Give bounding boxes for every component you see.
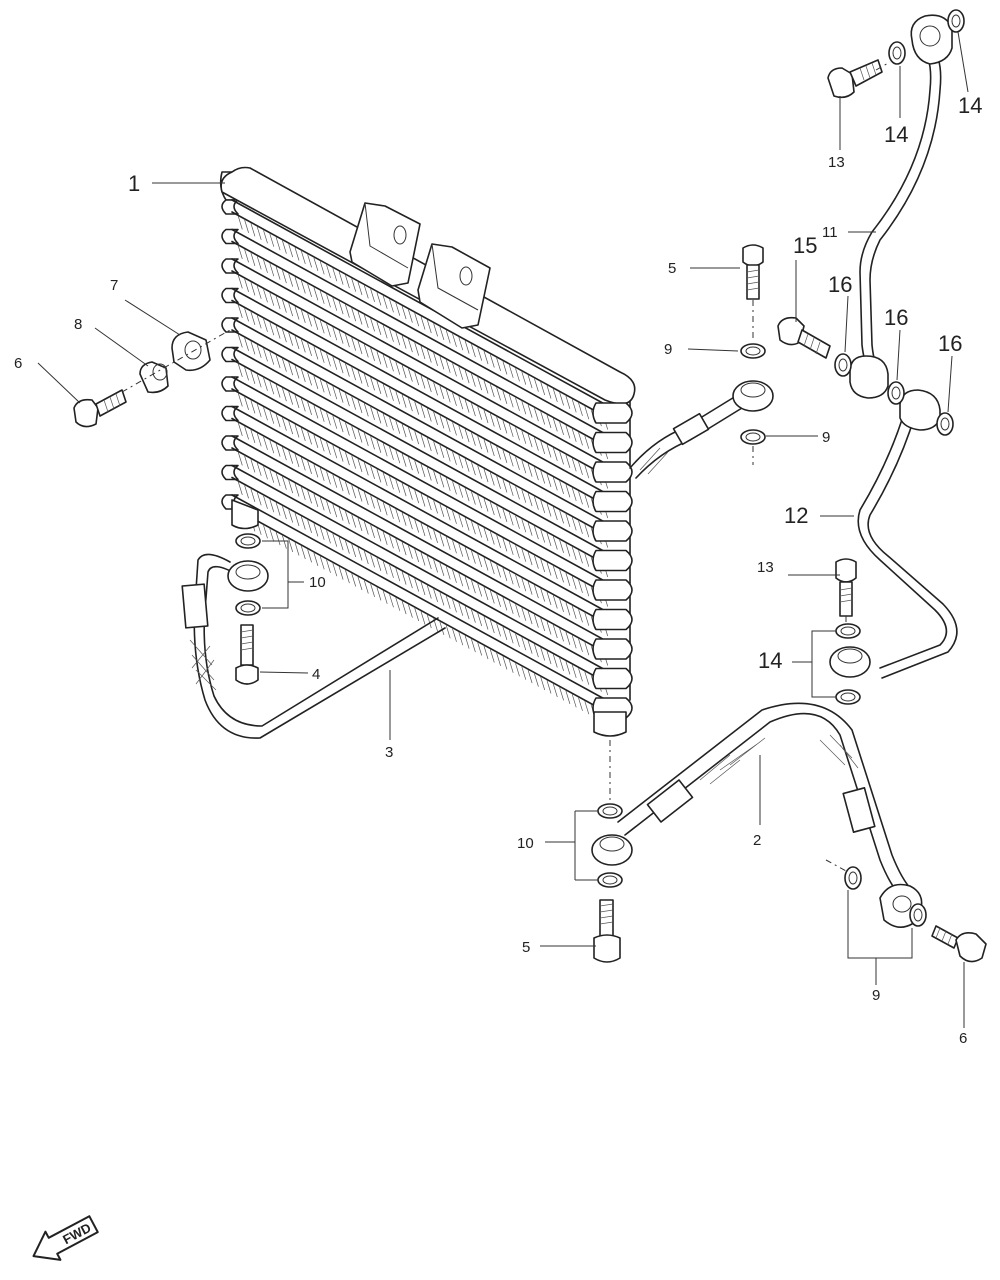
tube-cap-right: [592, 549, 633, 572]
grommet-7: [171, 331, 211, 372]
sealing-washers: [235, 9, 965, 927]
callout-8: 8: [74, 316, 82, 333]
cooler-tube-row: [231, 494, 611, 725]
cooler-tube-row: [231, 376, 611, 607]
callout-7: 7: [110, 277, 118, 294]
tube-cap-right: [592, 608, 633, 631]
callout-16-left: 16: [828, 272, 852, 297]
cooler-tube-row: [231, 199, 611, 430]
callout-14-upper-right: 14: [958, 93, 982, 118]
callout-10-lower: 10: [517, 835, 534, 852]
bolt-6-left: [73, 389, 127, 428]
callout-11: 11: [822, 224, 838, 241]
callout-13-lower: 13: [757, 559, 774, 576]
banjo-bolt-4: [235, 624, 259, 685]
callout-leaders: [37, 31, 969, 1028]
callout-labels: 1 2 3 4 5 5 6 6 7 8 9 9 9 10 10 11 12 13…: [14, 93, 982, 1047]
callout-14-upper-left: 14: [884, 122, 908, 147]
oil-hose-3: [181, 553, 446, 739]
callout-9-middle: 9: [822, 429, 830, 446]
cooler-tube-row: [231, 228, 611, 460]
tube-cap-right: [592, 402, 633, 424]
callout-12: 12: [784, 503, 808, 528]
tube-cap-right: [592, 579, 633, 601]
cooler-tube-row: [231, 258, 611, 489]
collar-8: [139, 361, 169, 394]
callout-14-lower: 14: [758, 648, 782, 673]
oil-hose-2: [617, 702, 913, 896]
cooler-tube-row: [231, 435, 611, 666]
tube-cap-right: [592, 667, 633, 690]
banjo-fitting-upper: [732, 380, 774, 412]
callout-3: 3: [385, 744, 393, 761]
callout-5-upper: 5: [668, 260, 676, 277]
banjo-fitting-left: [227, 560, 269, 592]
tube-cap-right: [592, 431, 633, 454]
callout-15: 15: [793, 233, 817, 258]
callout-6-left: 6: [14, 355, 22, 372]
banjo-bolt-5-upper: [742, 244, 764, 300]
oil-hose-upper: [629, 395, 743, 479]
callout-5-lower: 5: [522, 939, 530, 956]
callout-9-upper: 9: [664, 341, 672, 358]
callout-16-middle: 16: [884, 305, 908, 330]
tube-cap-right: [592, 520, 633, 542]
callout-13-upper: 13: [828, 154, 845, 171]
cooler-tube-row: [231, 346, 611, 578]
bolt-15: [777, 316, 831, 359]
cooler-tube-row: [231, 464, 611, 696]
callout-1: 1: [128, 171, 140, 196]
oil-pipe-12: [857, 389, 958, 679]
tube-cap-right: [592, 638, 633, 660]
callout-10-left: 10: [309, 574, 326, 591]
tube-cap-right: [592, 490, 633, 513]
mounting-bracket-right: [417, 243, 491, 329]
banjo-bolt-13-upper: [827, 59, 883, 99]
tube-cap-right: [592, 461, 633, 483]
mounting-bracket-left: [349, 202, 421, 287]
callout-9-lower: 9: [872, 987, 880, 1004]
cooler-tube-row: [231, 317, 611, 548]
banjo-bolt-5-lower: [593, 899, 621, 963]
banjo-bolt-13-lower: [835, 558, 857, 617]
oil-cooler-core: [219, 166, 636, 737]
callout-4: 4: [312, 666, 320, 683]
callout-2: 2: [753, 832, 761, 849]
banjo-fitting-lower: [591, 834, 633, 866]
banjo-fitting-right: [829, 646, 871, 678]
callout-16-right: 16: [938, 331, 962, 356]
fwd-arrow-icon: FWD: [32, 1215, 99, 1261]
oil-pipe-11: [849, 14, 953, 399]
cooler-tube-row: [231, 405, 611, 637]
cooler-tube-row: [231, 287, 611, 519]
callout-6-right: 6: [959, 1030, 967, 1047]
bolt-6-right: [931, 925, 987, 963]
